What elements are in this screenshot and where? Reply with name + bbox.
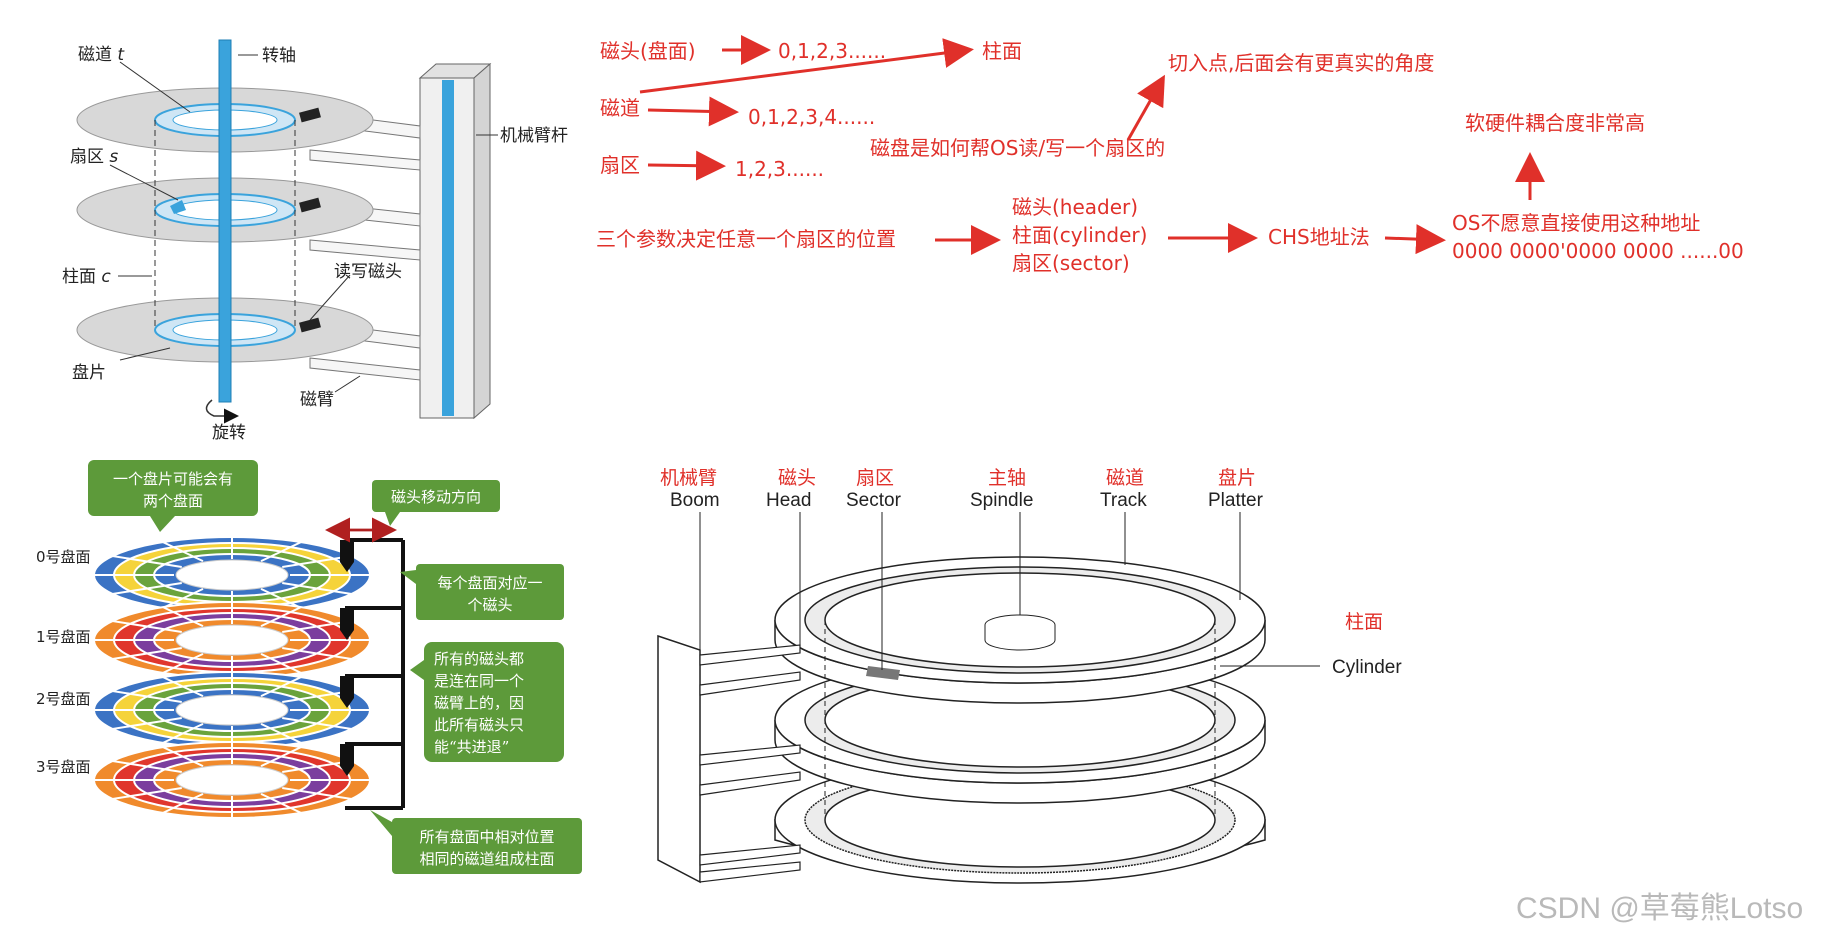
arm-label: 磁臂 [300,390,334,410]
note-sector-seq: 1,2,3...... [735,157,824,181]
note-sector: 扇区 [600,153,640,177]
bubble-move-direction: 磁头移动方向 [372,480,500,526]
track-var: t [117,45,125,65]
note-cylinder: 柱面 [982,39,1022,63]
note-param-cylinder: 柱面(cylinder) [1012,223,1147,247]
bubble1-line2: 两个盘面 [143,492,203,510]
track-label: 磁道 [78,45,112,65]
move-dir-label: 磁头移动方向 [391,488,481,506]
sector-en: Sector [846,490,902,511]
svg-text:柱面 c: 柱面 c [62,267,111,287]
spindle-label: 转轴 [262,46,296,66]
head-en: Head [766,490,811,511]
surface1-label: 1号盘面 [36,628,91,646]
platter-cn: 盘片 [1218,467,1256,489]
cylinder-cn: 柱面 [1345,611,1383,633]
note-cut-in: 切入点,后面会有更真实的角度 [1168,51,1434,75]
surface-disk-1 [93,601,371,679]
cylinder-en: Cylinder [1332,657,1402,678]
bubble4-line1: 所有盘面中相对位置 [419,828,554,846]
note-track: 磁道 [600,96,640,120]
sector-var: s [109,147,118,167]
bubble2-line2: 个磁头 [467,596,512,614]
svg-text:扇区 s: 扇区 s [70,147,118,167]
surface0-label: 0号盘面 [36,548,91,566]
bubble-one-platter-two-surfaces: 一个盘片可能会有 两个盘面 [88,460,258,532]
surface3-label: 3号盘面 [36,758,91,776]
sector-label: 扇区 [70,147,104,167]
svg-text:磁道 t: 磁道 t [78,45,125,65]
note-head-surface: 磁头(盘面) [600,39,696,63]
bubble3-line3: 磁臂上的，因 [434,694,524,712]
note-binary: 0000 0000'0000 0000 ......00 [1452,239,1744,263]
bubble3-line4: 此所有磁头只 [434,716,524,734]
rw-head-label: 读写磁头 [334,262,402,282]
track-en: Track [1100,490,1147,511]
platter-en: Platter [1208,490,1264,511]
head-cn: 磁头 [778,467,816,489]
disk-structure-diagram: 磁道 t 转轴 扇区 s 机械臂杆 柱面 c 读写磁头 盘片 磁臂 旋转 [62,39,568,443]
cylinder-var: c [101,267,111,287]
track-cn: 磁道 [1106,467,1144,489]
chs-notes: 磁头(盘面) 0,1,2,3...... 柱面 切入点,后面会有更真实的角度 磁… [596,35,1744,275]
bubble1-line1: 一个盘片可能会有 [113,470,233,488]
cylinder-label: 柱面 [62,267,96,287]
note-param-header: 磁头(header) [1012,195,1138,219]
note-head-seq: 0,1,2,3...... [778,39,886,63]
bubble3-line2: 是连在同一个 [434,672,524,690]
arm-pole-label: 机械臂杆 [500,126,568,146]
bubble4-line2: 相同的磁道组成柱面 [419,850,554,868]
surface-disk-3 [93,741,371,819]
bubble3-line1: 所有的磁头都 [434,650,524,668]
note-coupling: 软硬件耦合度非常高 [1465,111,1645,135]
surface-disk-2 [93,671,371,749]
colored-disk-diagram: 一个盘片可能会有 两个盘面 磁头移动方向 每个盘面对应一 个磁头 所有的磁头都 … [36,460,582,874]
note-how-os: 磁盘是如何帮OS读/写一个扇区的 [870,136,1165,160]
bubble2-line1: 每个盘面对应一 [437,574,542,592]
note-os-reject: OS不愿意直接使用这种地址 [1452,211,1700,235]
surface2-label: 2号盘面 [36,690,91,708]
note-three-params: 三个参数决定任意一个扇区的位置 [596,227,896,251]
watermark: CSDN @草莓熊Lotso [1516,892,1803,925]
bubble-each-surface-head: 每个盘面对应一 个磁头 [400,564,564,620]
bubble3-line5: 能“共进退” [434,738,509,756]
platter-label: 盘片 [72,363,106,383]
spindle-en: Spindle [970,490,1033,511]
spindle-cn: 主轴 [988,467,1026,489]
bubble-heads-same-arm: 所有的磁头都 是连在同一个 磁臂上的，因 此所有磁头只 能“共进退” [410,642,564,762]
bubble-cylinder-definition: 所有盘面中相对位置 相同的磁道组成柱面 [370,810,582,874]
boom-en: Boom [670,490,720,511]
sector-cn: 扇区 [856,467,894,489]
spindle [218,39,232,403]
boom-cn: 机械臂 [660,467,717,489]
rotation-label: 旋转 [212,423,246,443]
note-track-seq: 0,1,2,3,4...... [748,105,875,129]
hdd-line-drawing: 机械臂 Boom 磁头 Head 扇区 Sector 主轴 Spindle 磁道… [657,467,1402,884]
note-param-sector: 扇区(sector) [1012,251,1130,275]
note-chs: CHS地址法 [1268,225,1370,249]
surface-disk-0 [93,536,371,614]
